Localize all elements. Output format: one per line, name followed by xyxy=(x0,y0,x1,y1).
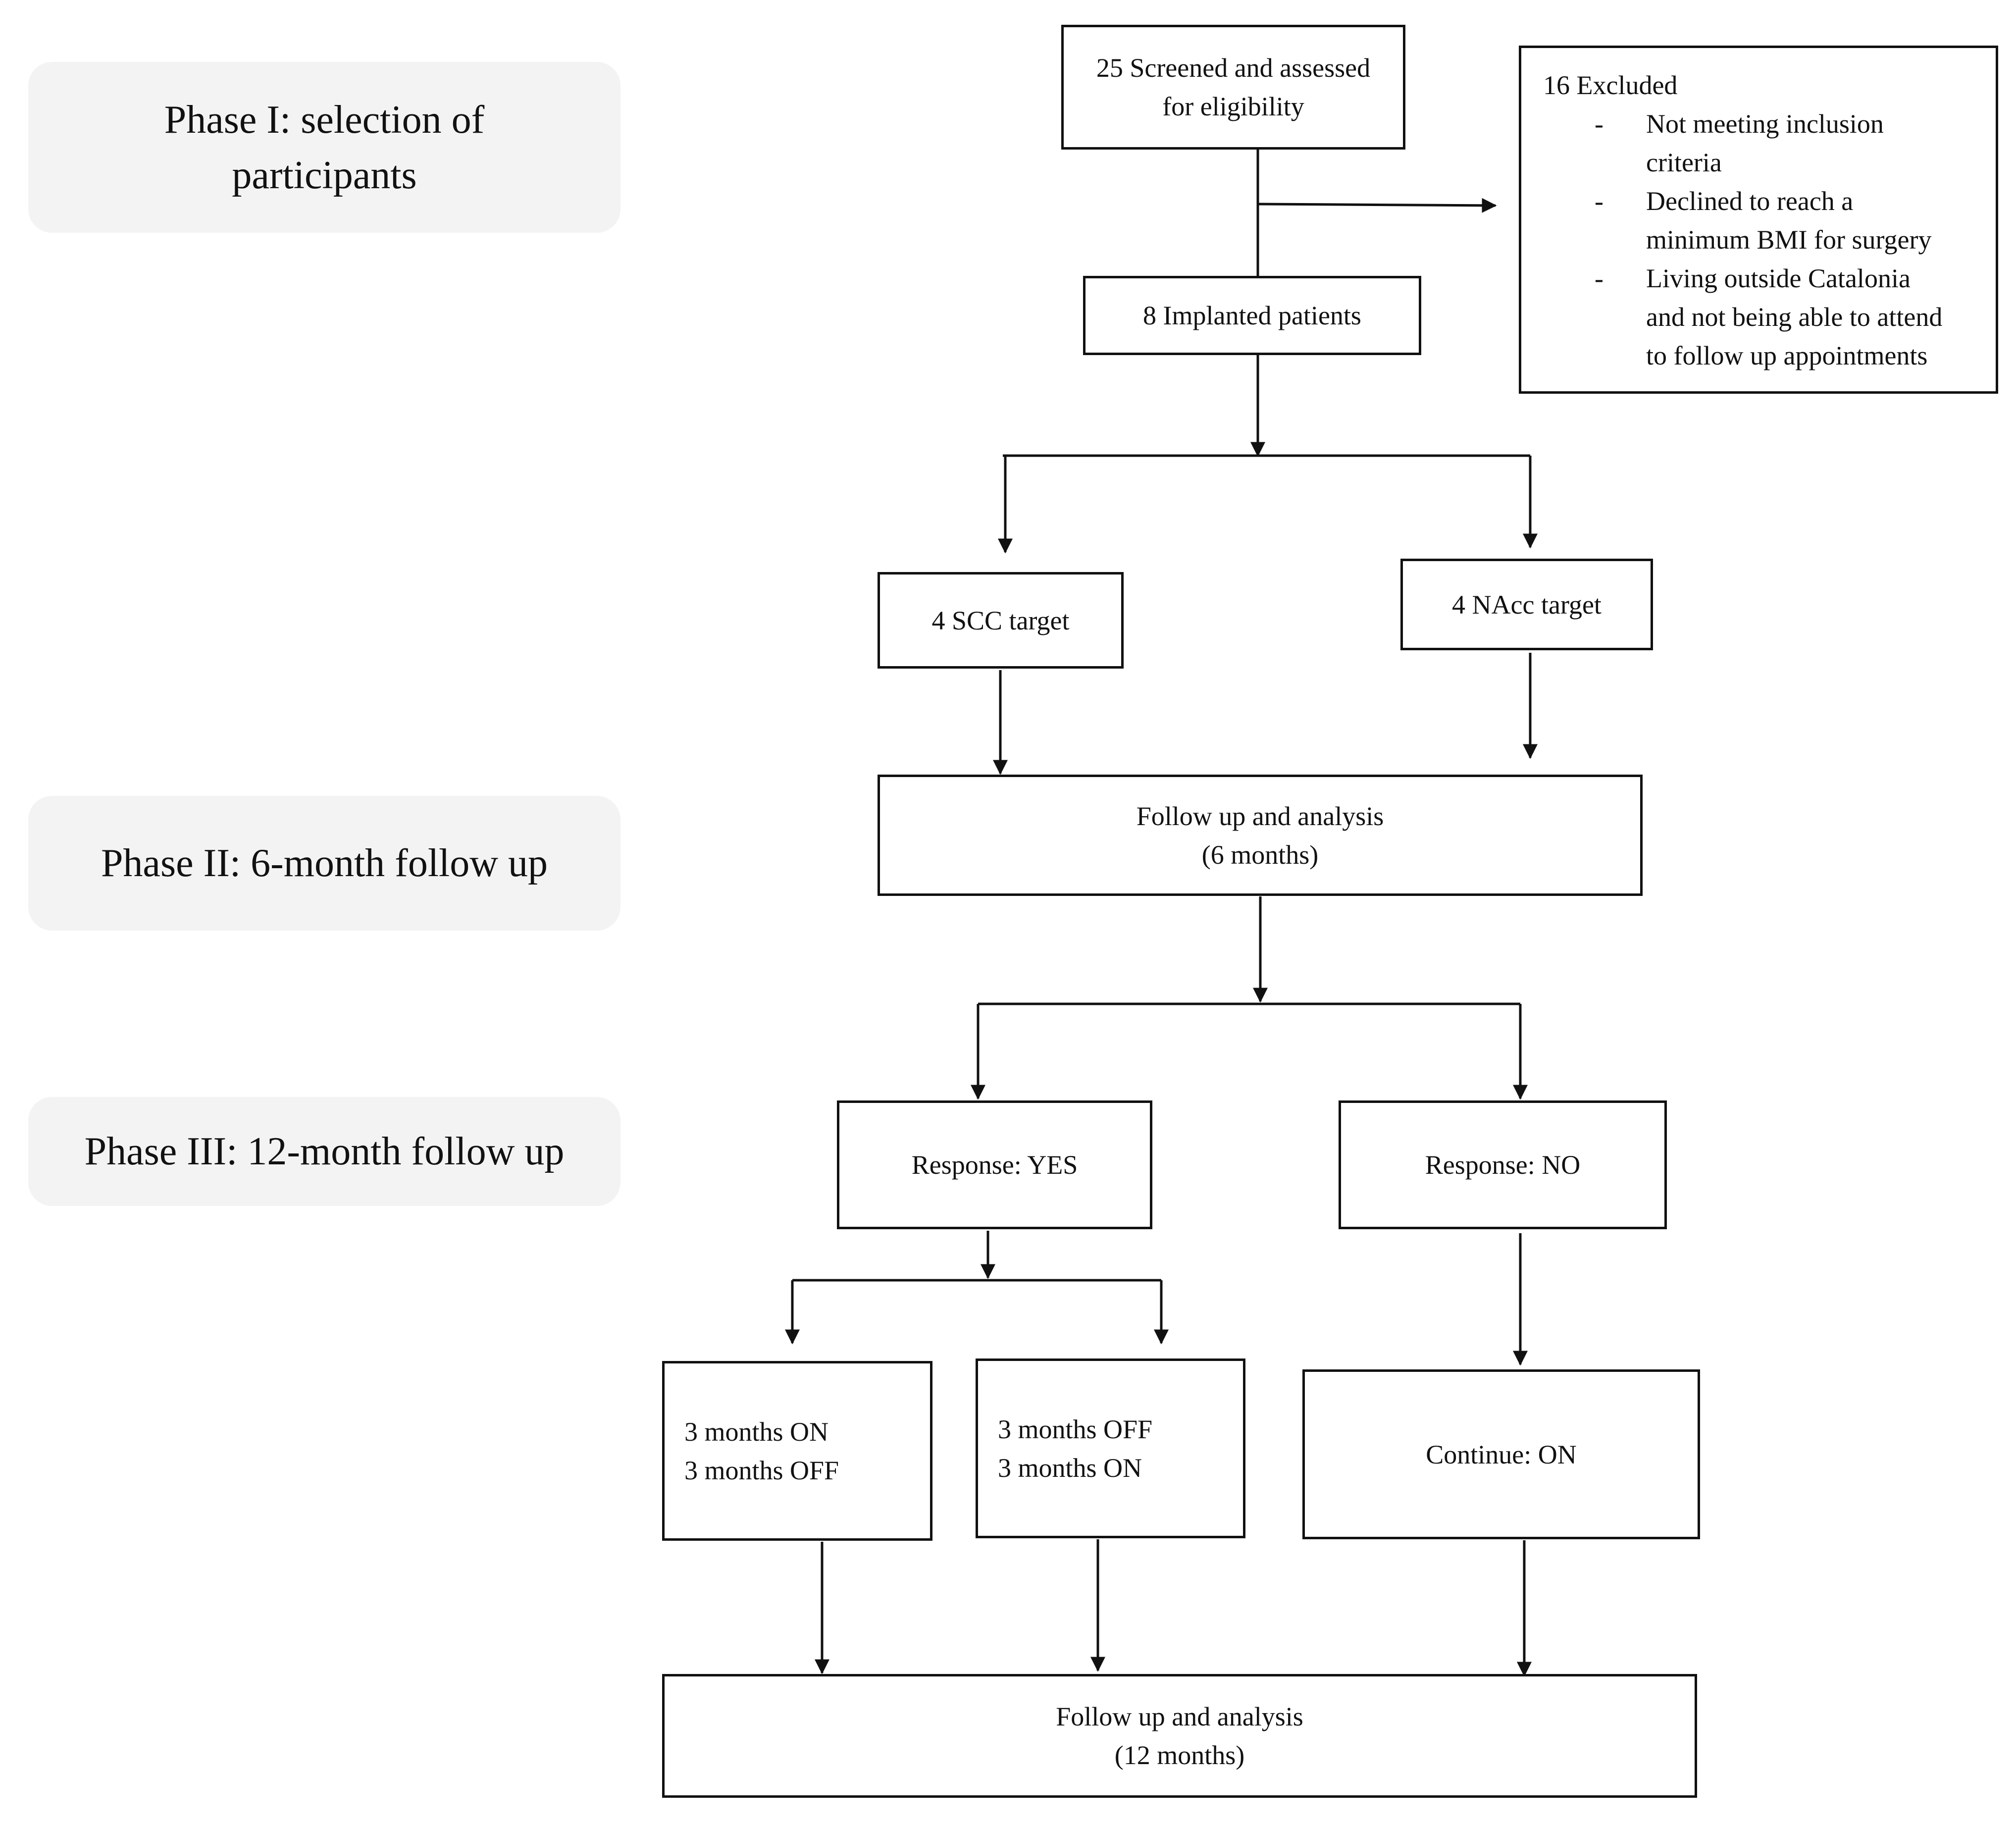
response-yes-box: Response: YES xyxy=(837,1100,1152,1229)
excluded-reasons-list: - Not meeting inclusion criteria - Decli… xyxy=(1521,104,1996,375)
reason-line: and not being able to attend xyxy=(1646,302,1943,332)
phase-3-label: Phase III: 12-month follow up xyxy=(28,1097,620,1206)
response-yes-label: Response: YES xyxy=(911,1150,1078,1180)
reason-line: Not meeting inclusion xyxy=(1646,109,1884,139)
followup-6-box: Follow up and analysis (6 months) xyxy=(878,775,1643,896)
phase-3-text: Phase III: 12-month follow up xyxy=(84,1130,565,1173)
continue-on-label: Continue: ON xyxy=(1426,1439,1577,1469)
implanted-box: 8 Implanted patients xyxy=(1083,276,1421,355)
on-off-box: 3 months ON 3 months OFF xyxy=(662,1361,932,1541)
bullet-dash: - xyxy=(1595,263,1603,293)
phase-2-text: Phase II: 6-month follow up xyxy=(101,841,548,885)
reason-line: minimum BMI for surgery xyxy=(1646,225,1932,255)
excluded-reason: - Declined to reach a minimum BMI for su… xyxy=(1521,182,1996,259)
screened-box: 25 Screened and assessed for eligibility xyxy=(1061,25,1405,150)
off-on-line2: 3 months ON xyxy=(998,1453,1142,1483)
implanted-label: 8 Implanted patients xyxy=(1143,301,1361,330)
on-off-line2: 3 months OFF xyxy=(684,1455,839,1485)
excluded-box: 16 Excluded - Not meeting inclusion crit… xyxy=(1519,46,1998,394)
response-no-box: Response: NO xyxy=(1339,1100,1667,1229)
followup-12-line2: (12 months) xyxy=(1114,1740,1245,1770)
phase-1-line2: participants xyxy=(232,153,417,197)
phase-1-label: Phase I: selection of participants xyxy=(28,62,620,233)
bullet-dash: - xyxy=(1595,186,1603,216)
reason-line: criteria xyxy=(1646,148,1722,177)
excluded-reason: - Not meeting inclusion criteria xyxy=(1521,104,1996,182)
phase-1-line1: Phase I: selection of xyxy=(164,98,485,142)
excluded-title: 16 Excluded xyxy=(1543,70,1678,100)
arrow-to-excluded xyxy=(1257,198,1497,213)
scc-target-label: 4 SCC target xyxy=(931,605,1070,635)
nacc-target-box: 4 NAcc target xyxy=(1400,559,1653,650)
reason-line: to follow up appointments xyxy=(1646,341,1928,370)
screened-line1: 25 Screened and assessed xyxy=(1096,53,1371,83)
followup-6-line2: (6 months) xyxy=(1201,839,1319,870)
on-off-line1: 3 months ON xyxy=(684,1416,829,1447)
excluded-reason: - Living outside Catalonia and not being… xyxy=(1521,259,1996,375)
screened-line2: for eligibility xyxy=(1162,92,1304,121)
followup-12-box: Follow up and analysis (12 months) xyxy=(662,1674,1697,1798)
continue-on-box: Continue: ON xyxy=(1302,1369,1700,1539)
reason-line: Living outside Catalonia xyxy=(1646,263,1911,293)
followup-12-line1: Follow up and analysis xyxy=(1056,1702,1303,1731)
response-no-label: Response: NO xyxy=(1425,1150,1581,1180)
phase-2-label: Phase II: 6-month follow up xyxy=(28,796,620,931)
followup-6-line1: Follow up and analysis xyxy=(1136,801,1384,831)
scc-target-box: 4 SCC target xyxy=(878,572,1124,669)
reason-line: Declined to reach a xyxy=(1646,186,1854,216)
bullet-dash: - xyxy=(1595,109,1603,139)
nacc-target-label: 4 NAcc target xyxy=(1452,589,1602,620)
off-on-box: 3 months OFF 3 months ON xyxy=(976,1358,1245,1538)
off-on-line1: 3 months OFF xyxy=(998,1414,1153,1444)
